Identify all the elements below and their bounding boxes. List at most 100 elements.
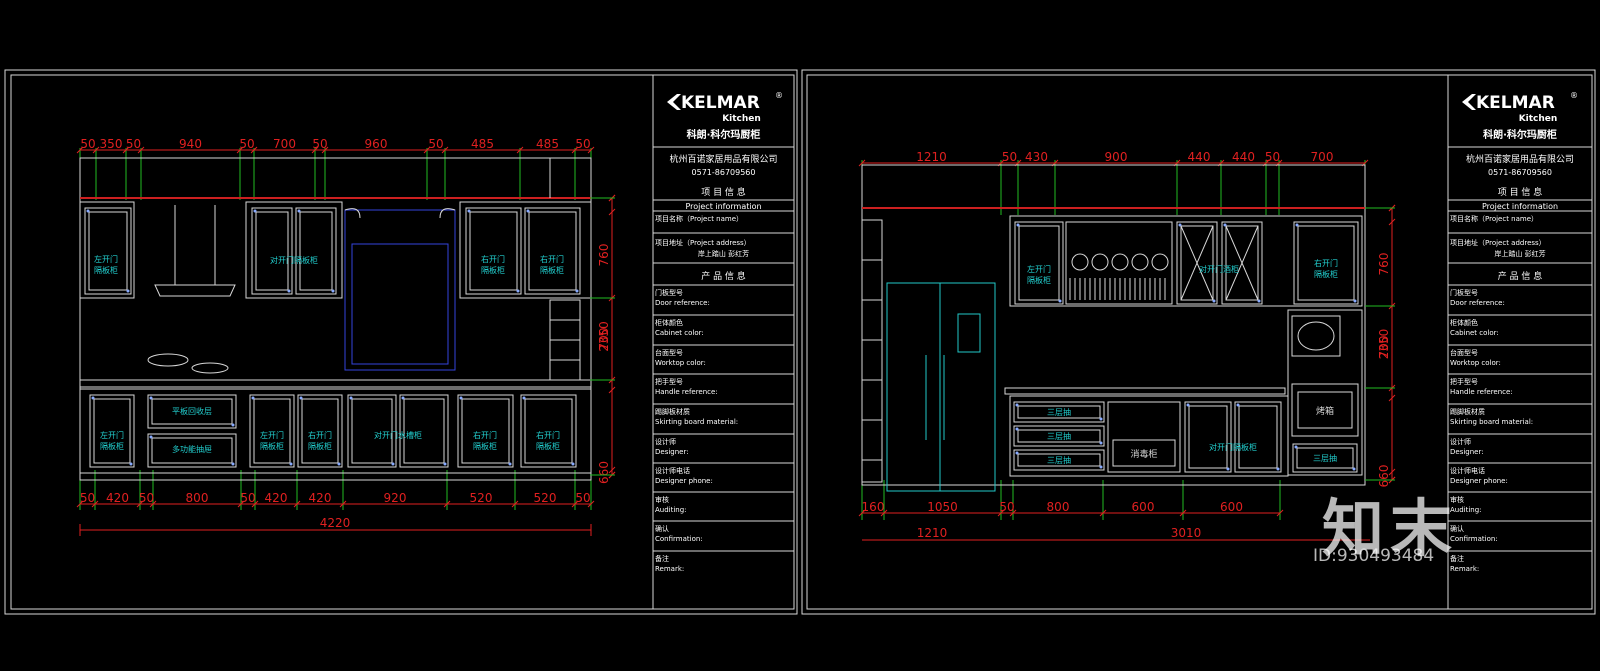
elev1-door-label: 左开门 bbox=[260, 430, 284, 440]
elev2-top-dim-label: 440 bbox=[1188, 150, 1211, 164]
elev1-upper-door-hinge bbox=[253, 209, 257, 213]
elev1-door-label: 隔板柜 bbox=[308, 441, 332, 451]
elev2-top-dim-label: 440 bbox=[1232, 150, 1255, 164]
tb-field-en: Designer phone: bbox=[1450, 477, 1508, 485]
elev2-door-label: 隔板柜 bbox=[1027, 275, 1051, 285]
elev2-left-tiles bbox=[861, 219, 883, 483]
elev2-lower-door-hinge bbox=[1186, 403, 1190, 407]
elev1-lower-door bbox=[297, 394, 343, 468]
tb-field-cn: 台面型号 bbox=[1450, 348, 1478, 357]
elev1-sink-door-inner bbox=[403, 398, 445, 464]
tb-field-en: Auditing: bbox=[655, 506, 687, 514]
elev1-upper-door bbox=[295, 207, 337, 295]
tb-field-cn: 踢脚板材质 bbox=[1450, 407, 1485, 416]
tb-field-cn: 踢脚板材质 bbox=[655, 407, 690, 416]
project-address-value: 岸上踏山 彭红芳 bbox=[698, 249, 749, 258]
elev1-lower-door bbox=[89, 394, 135, 468]
elev1-door-label: 左开门 bbox=[94, 254, 118, 264]
elev2-top-dim-label: 50 bbox=[1265, 150, 1280, 164]
tb-field-cn: 柜体颜色 bbox=[1450, 318, 1478, 327]
elev1-sink-door bbox=[347, 394, 397, 468]
tb-field-en: Remark: bbox=[1450, 565, 1479, 573]
tb-field-cn: 门板型号 bbox=[655, 288, 683, 297]
elev1-drawer-hinge bbox=[149, 435, 153, 439]
elev1-top-dim-tick bbox=[76, 146, 84, 154]
elev1-bottom-dim-label: 520 bbox=[470, 491, 493, 505]
elev1-top-dim-label: 485 bbox=[536, 137, 559, 151]
elev2-top-dim-label: 50 bbox=[1002, 150, 1017, 164]
elev1-upper-door-inner bbox=[299, 211, 333, 291]
tb-field-cn: 设计师电话 bbox=[1450, 466, 1485, 475]
elev1-lower-door bbox=[457, 394, 514, 468]
elev2-drawer-inner bbox=[1017, 453, 1101, 467]
elev1-drawer-label: 平板回收层 bbox=[172, 406, 212, 416]
elev1-upper-door-hinge bbox=[526, 209, 530, 213]
elev1-bottom-dim-label: 800 bbox=[186, 491, 209, 505]
elev1-countertop bbox=[79, 379, 592, 388]
elev1-door-label: 对开门水槽柜 bbox=[374, 430, 422, 440]
project-info-heading-en: Project information bbox=[1482, 202, 1558, 211]
tb-field-cn: 设计师电话 bbox=[655, 466, 690, 475]
elev1-top-dim-tick bbox=[137, 146, 145, 154]
elev2-drawer-label: 三层抽 bbox=[1047, 455, 1071, 465]
elev1-bottom-dim-tick bbox=[443, 500, 451, 508]
elev1-door-label: 隔板柜 bbox=[536, 441, 560, 451]
elev1-lower-door-inner bbox=[461, 398, 510, 464]
elev2-glass-door-inner bbox=[1225, 225, 1259, 301]
elev2-drawer-hinge bbox=[1099, 417, 1103, 421]
elev1-door-label: 右开门 bbox=[540, 254, 564, 264]
elev1-sink-door-hinge bbox=[401, 396, 405, 400]
elev1-top-dim-label: 50 bbox=[428, 137, 443, 151]
elev2-right-dim-label: 700 bbox=[1377, 336, 1391, 359]
elev2-drawer-inner bbox=[1017, 429, 1101, 443]
elev1-door-label: 隔板柜 bbox=[260, 441, 284, 451]
elev1-bottom-dim-label: 420 bbox=[106, 491, 129, 505]
elev1-bottom-dim-tick bbox=[251, 500, 259, 508]
tb-field-cn: 把手型号 bbox=[655, 377, 683, 386]
elev2-upper-door-hinge bbox=[1016, 223, 1020, 227]
tb-field-en: Auditing: bbox=[1450, 506, 1482, 514]
elev1-top-dim-tick bbox=[92, 146, 100, 154]
elev2-lower-door bbox=[1234, 401, 1282, 473]
tb-field-en: Handle reference: bbox=[655, 388, 718, 396]
elev2-upper-door-hinge bbox=[1058, 299, 1062, 303]
tb-field-en: Designer: bbox=[1450, 448, 1484, 456]
brand-name: KELMAR bbox=[681, 93, 760, 113]
elev1-upper-door bbox=[524, 207, 581, 295]
elev1-top-dim-label: 50 bbox=[80, 137, 95, 151]
elev2-lower-box bbox=[1009, 395, 1289, 477]
elev1-window-outer bbox=[344, 209, 456, 371]
tb-field-cn: 备注 bbox=[1450, 554, 1464, 563]
elev1-lower-door-inner bbox=[253, 398, 291, 464]
elev1-right-dim-label: 760 bbox=[597, 244, 611, 267]
title-block-1: KELMAR®Kitchen科朗·科尔玛厨柜杭州百诺家居用品有限公司0571-8… bbox=[652, 75, 794, 609]
elev2-door-label: 对开门隔板柜 bbox=[1209, 442, 1257, 452]
tb-field-en: Confirmation: bbox=[655, 535, 703, 543]
elev2-bottom-dim-tick bbox=[1276, 509, 1284, 517]
elev2-oven-label: 烤箱 bbox=[1316, 405, 1334, 417]
tb-field-cn: 备注 bbox=[655, 554, 669, 563]
elev2-oven bbox=[1291, 383, 1359, 437]
elev2-top-dim-tick bbox=[858, 159, 866, 167]
elev2-bottom-dim-label: 50 bbox=[999, 500, 1014, 514]
elev2-drawer-hinge bbox=[1294, 445, 1298, 449]
elev2-wine-arch bbox=[1091, 253, 1109, 271]
tb-field-cn: 把手型号 bbox=[1450, 377, 1478, 386]
sheet-2-inner-frame bbox=[806, 74, 1593, 610]
elev2-lower-door bbox=[1184, 401, 1232, 473]
elev1-bottom-dim-tick bbox=[237, 500, 245, 508]
watermark-id: ID:930493484 bbox=[1313, 546, 1435, 566]
elev1-right-total-label: 2350 bbox=[597, 321, 611, 352]
elev1-lower-door-inner bbox=[524, 398, 573, 464]
sheet-2-outer-frame bbox=[801, 69, 1596, 615]
elev1-top-dim-label: 50 bbox=[239, 137, 254, 151]
elev2-drawer-inner bbox=[1017, 405, 1101, 419]
elev1-door-label: 隔板柜 bbox=[100, 441, 124, 451]
elev1-drawer-inner bbox=[151, 437, 233, 464]
project-address-value: 岸上踏山 彭红芳 bbox=[1494, 249, 1545, 258]
elev1-bottom-dim-tick bbox=[136, 500, 144, 508]
elev1-bottom-dim-label: 50 bbox=[80, 491, 95, 505]
elev1-bottom-dim-tick bbox=[339, 500, 347, 508]
elev1-total-label: 4220 bbox=[320, 516, 351, 530]
